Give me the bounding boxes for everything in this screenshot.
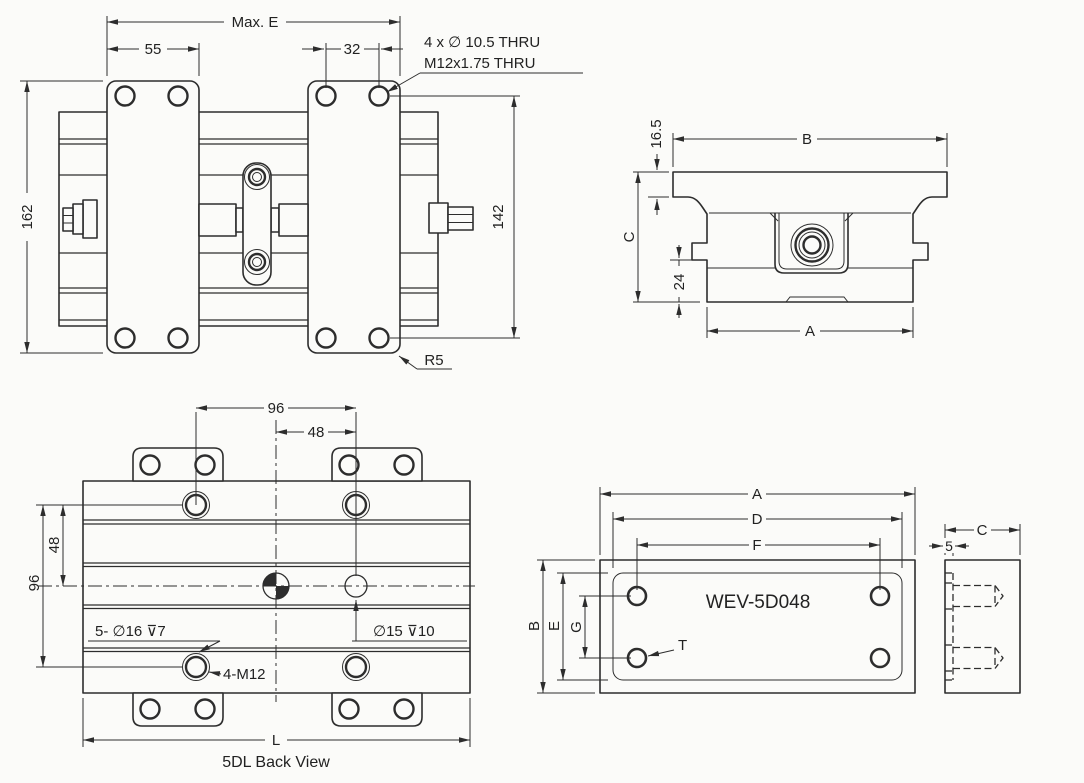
dim-max-e: Max. E: [106, 13, 401, 76]
back-view: 96 48 96 48 5- ∅16 ⊽7 ∅15 ⊽10 4-M12: [26, 400, 475, 771]
dim-5-plate-label: 5: [945, 538, 953, 554]
dim-48-left-label: 48: [46, 537, 63, 554]
counterbore-callout: 5- ∅16 ⊽7: [88, 623, 221, 653]
dim-b-plate: B: [526, 559, 595, 694]
dim-48-left: 48: [46, 505, 66, 586]
center-of-mass-symbol: [262, 572, 290, 600]
dim-b-section: B: [672, 131, 948, 167]
dim-48-top-label: 48: [308, 424, 325, 441]
dim-48-top: 48: [276, 424, 356, 441]
dim-b-section-label: B: [802, 131, 812, 148]
section-view: B 16.5 C 24 A: [621, 119, 948, 340]
hole-callout-line1: 4 x ∅ 10.5 THRU: [424, 34, 540, 51]
dim-l-label: L: [272, 732, 280, 749]
dim-e-plate: E: [546, 572, 608, 681]
dim-24: 24: [670, 245, 700, 318]
dim-16-5: 16.5: [633, 119, 669, 215]
base-groove: [785, 296, 849, 303]
radius-callout-label: R5: [424, 352, 443, 369]
dim-142: 142: [390, 95, 520, 339]
plate-face: WEV-5D048: [599, 559, 916, 694]
dim-55: 55: [107, 41, 200, 76]
dim-e-plate-label: E: [546, 621, 563, 631]
part-number: WEV-5D048: [706, 592, 811, 613]
centerlines: [38, 420, 475, 702]
dim-a-plate-label: A: [752, 486, 762, 503]
plate-view: WEV-5D048 A D F B: [526, 486, 1021, 694]
dim-96-top-label: 96: [268, 400, 285, 417]
hidden-thread-lines: [945, 572, 1004, 681]
dim-96-left-label: 96: [26, 575, 43, 592]
dim-g-plate-label: G: [568, 621, 585, 633]
dim-a-section-label: A: [805, 323, 815, 340]
section-profile: [672, 171, 948, 303]
dowel-callout-label: ∅15 ⊽10: [373, 623, 435, 640]
jaw-tabs: [132, 447, 423, 727]
right-jaw-plate: [307, 80, 401, 354]
dim-24-label: 24: [671, 274, 688, 291]
thread-callout-label: 4-M12: [223, 666, 266, 683]
dim-162-label: 162: [19, 204, 36, 229]
dim-162: 162: [19, 80, 103, 354]
dim-c-section: C: [621, 172, 700, 303]
front-view: Max. E 55 32 4 x ∅ 10.5 THRU M12x1.75 TH…: [19, 13, 583, 370]
dim-32-label: 32: [344, 41, 361, 58]
back-view-caption: 5DL Back View: [222, 754, 330, 771]
dowel-callout: ∅15 ⊽10: [352, 600, 467, 642]
hole-callout: 4 x ∅ 10.5 THRU M12x1.75 THRU: [386, 34, 583, 93]
dim-f-plate-label: F: [752, 537, 761, 554]
hole-callout-line2: M12x1.75 THRU: [424, 55, 535, 72]
center-pocket: [774, 213, 849, 274]
t-callout: T: [647, 637, 687, 657]
dim-g-plate: G: [568, 595, 631, 659]
dim-c-plate: C: [944, 522, 1021, 555]
dim-d-plate: D: [612, 511, 903, 568]
dim-b-plate-label: B: [526, 621, 543, 631]
dim-5-plate: 5: [929, 538, 969, 556]
dim-a-section: A: [706, 307, 914, 340]
right-spindle: [428, 202, 474, 234]
counterbore-holes: [182, 491, 370, 681]
center-screw-assembly: [198, 162, 309, 286]
dim-c-plate-label: C: [977, 522, 988, 539]
dim-max-e-label: Max. E: [232, 14, 279, 31]
dim-96-top: 96: [196, 400, 356, 417]
radius-callout: R5: [398, 352, 452, 370]
dim-c-section-label: C: [621, 231, 638, 242]
screw-boss: [790, 223, 834, 267]
dim-32: 32: [302, 41, 403, 88]
dim-a-plate: A: [599, 486, 916, 555]
thread-callout: 4-M12: [208, 666, 266, 683]
left-jaw-plate: [106, 80, 200, 354]
dim-d-plate-label: D: [752, 511, 763, 528]
dim-55-label: 55: [145, 41, 162, 58]
dim-16-5-label: 16.5: [648, 119, 665, 148]
dim-96-left: 96: [26, 505, 46, 667]
dim-142-label: 142: [490, 204, 507, 229]
t-callout-label: T: [678, 637, 687, 654]
left-spindle: [62, 199, 98, 239]
counterbore-callout-label: 5- ∅16 ⊽7: [95, 623, 166, 640]
plate-side-view: C 5: [929, 522, 1021, 694]
dim-f-plate: F: [636, 537, 881, 590]
dim-l: L: [82, 698, 471, 749]
